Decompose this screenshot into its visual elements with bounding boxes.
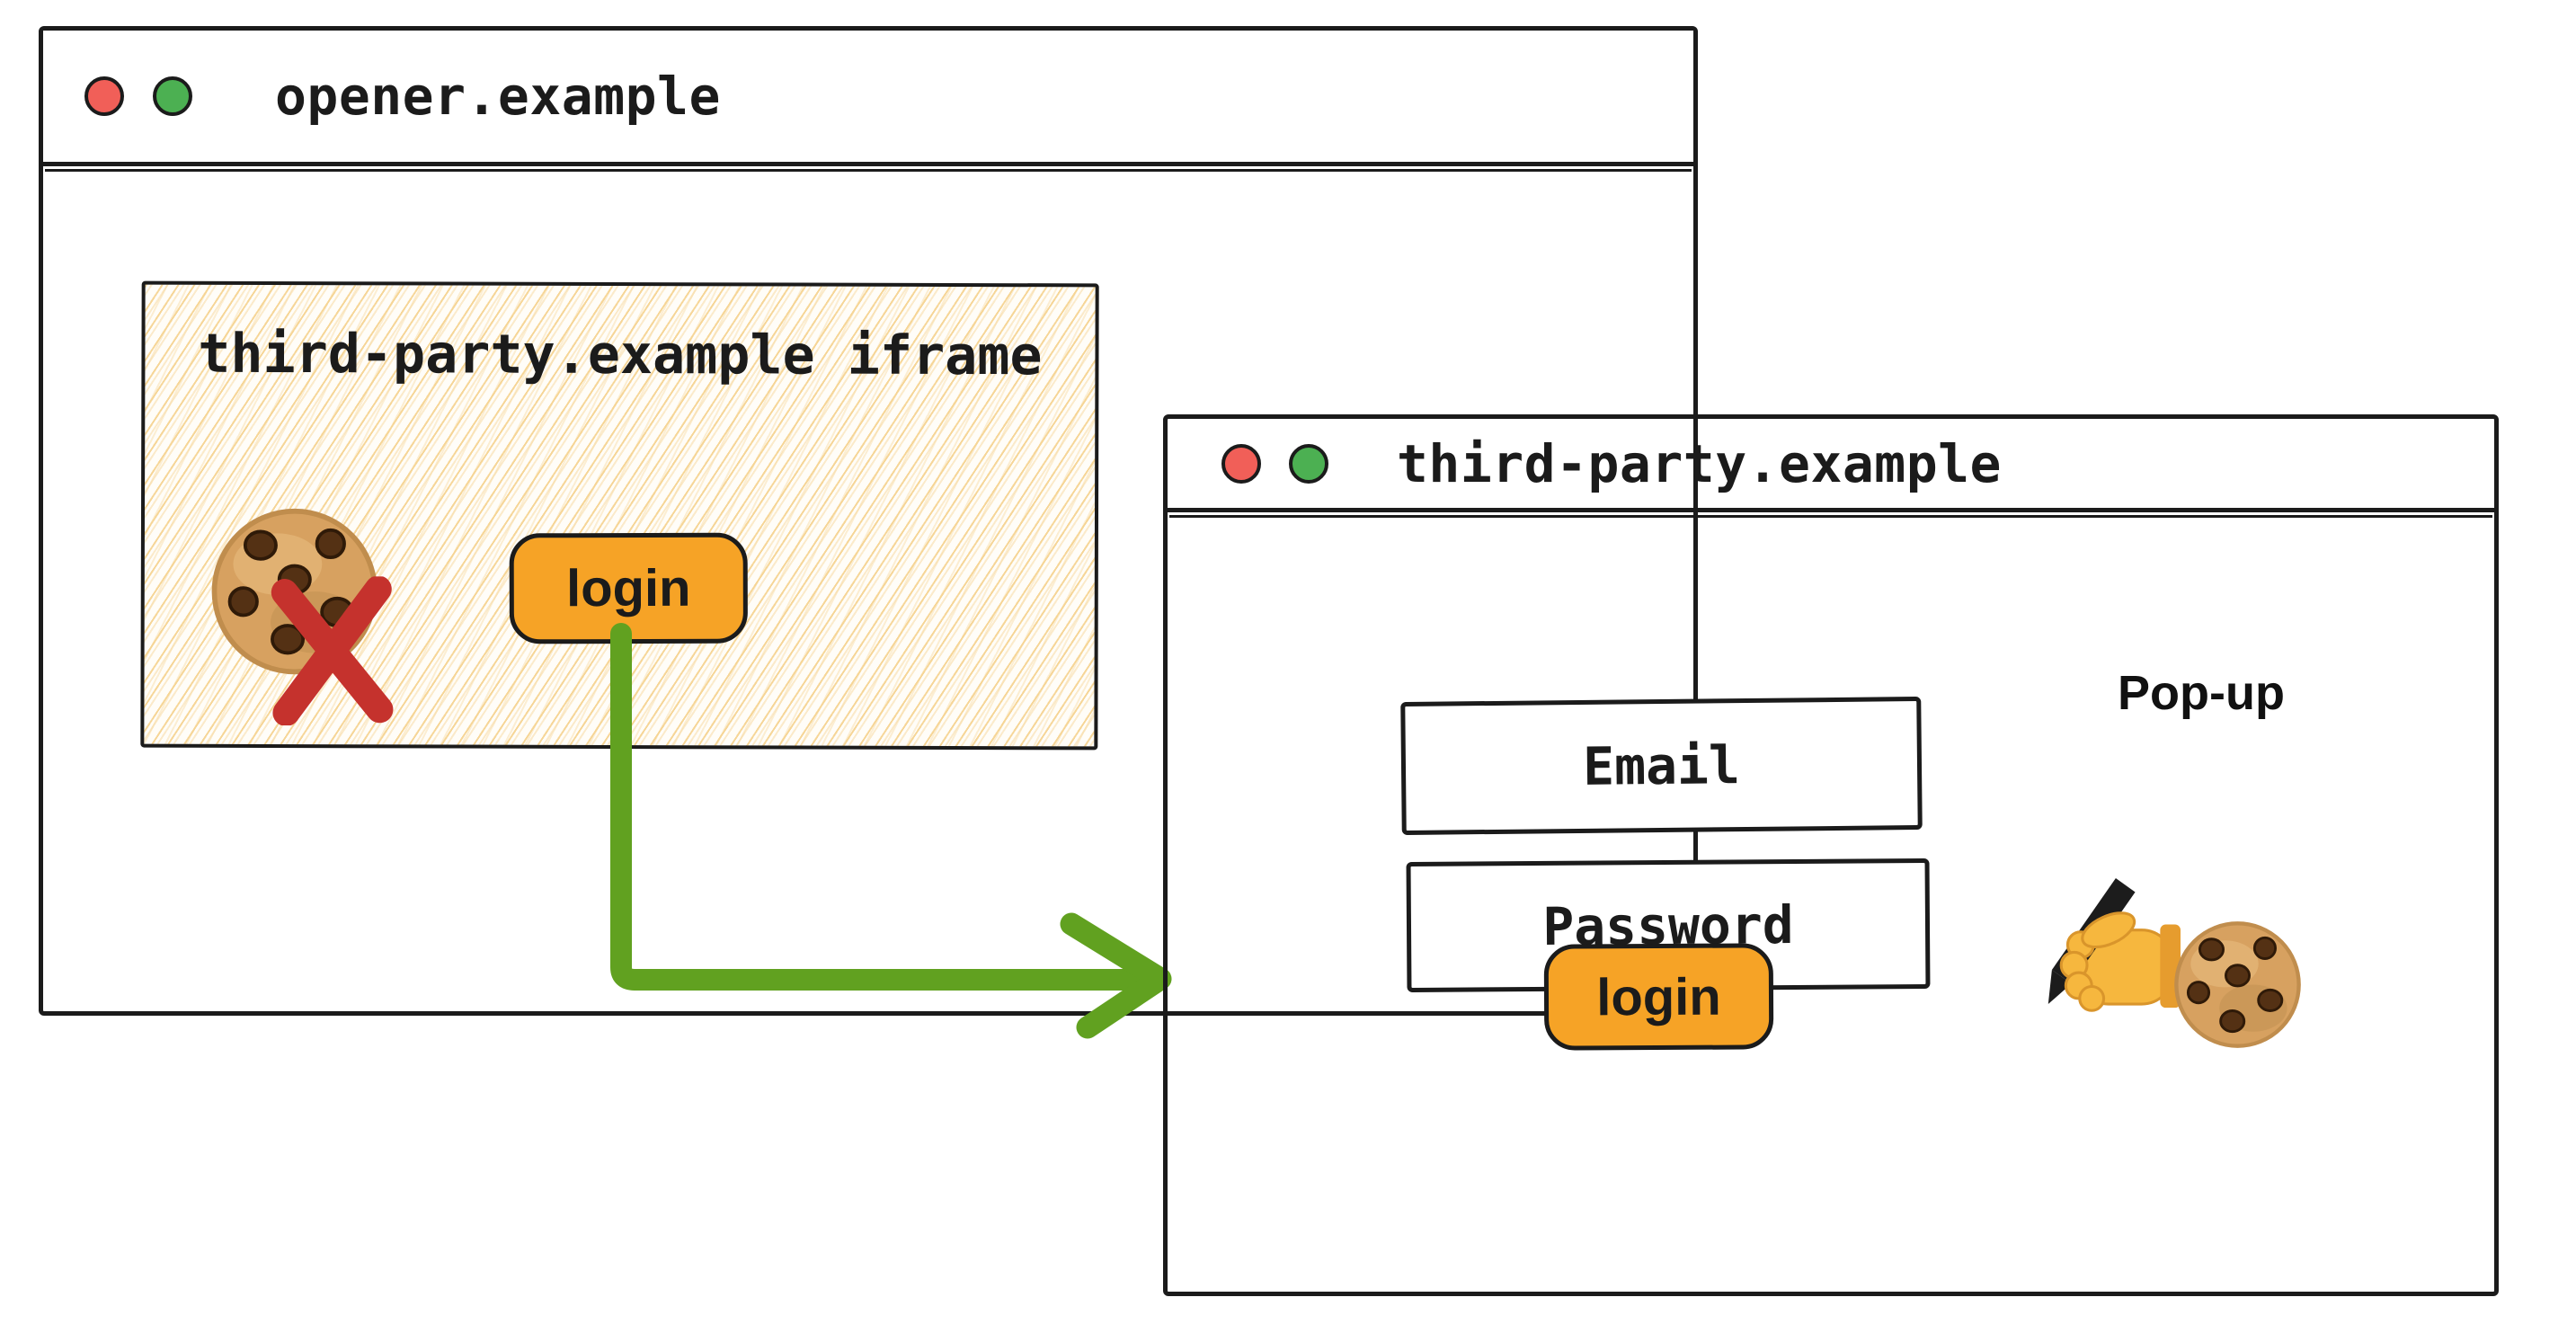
traffic-light-red-icon[interactable]: [1221, 443, 1261, 484]
writing-hand-icon: [2047, 878, 2181, 1012]
opener-window-title: opener.example: [275, 66, 721, 127]
popup-login-button[interactable]: login: [1543, 943, 1774, 1051]
opener-titlebar: opener.example: [43, 31, 1693, 172]
email-field[interactable]: Email: [1400, 696, 1923, 836]
popup-window: third-party.example Email Password login…: [1163, 414, 2499, 1296]
blocked-cookie: [209, 506, 394, 726]
third-party-iframe: third-party.example iframe login: [140, 280, 1099, 751]
traffic-light-green-icon[interactable]: [153, 76, 192, 116]
popup-body: Email Password login Pop-up: [1168, 517, 2494, 1292]
popup-annotation: Pop-up: [2118, 666, 2285, 720]
popup-window-title: third-party.example: [1397, 432, 2002, 494]
iframe-login-button[interactable]: login: [509, 532, 748, 644]
iframe-label: third-party.example iframe: [198, 322, 1043, 388]
traffic-light-red-icon[interactable]: [84, 76, 124, 116]
blocked-cross-icon: [271, 575, 394, 726]
traffic-light-green-icon[interactable]: [1289, 443, 1328, 484]
popup-titlebar: third-party.example: [1168, 419, 2494, 518]
cookie-icon: [2174, 921, 2301, 1048]
